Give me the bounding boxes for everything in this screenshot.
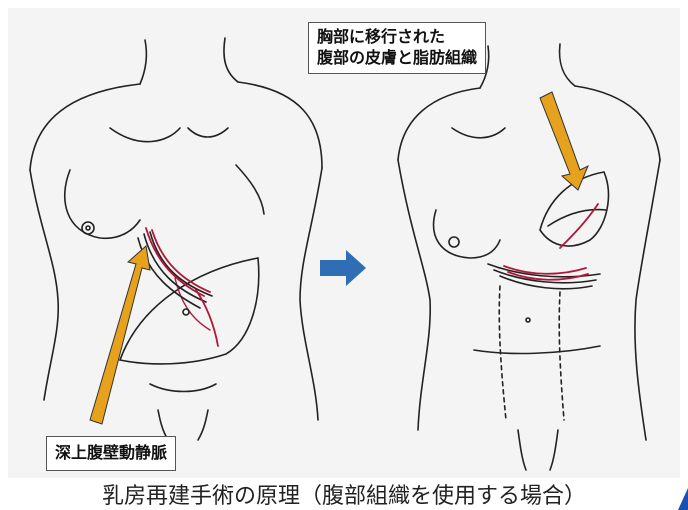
- vessel-label: 深上腹壁動静脈: [46, 436, 176, 471]
- diagonal-arrow-icon-bottom: [90, 246, 150, 424]
- diagonal-arrow-icon: [540, 92, 588, 190]
- right-arrow-icon: [320, 250, 366, 286]
- left-torso-figure: [30, 38, 322, 440]
- corner-decoration: [678, 488, 688, 510]
- transferred-tissue-label-line1: 胸部に移行された: [317, 27, 477, 48]
- right-torso-figure: [398, 44, 660, 470]
- transferred-tissue-label-line2: 腹部の皮膚と脂肪組織: [317, 48, 477, 69]
- transferred-tissue-label: 胸部に移行された 腹部の皮膚と脂肪組織: [308, 22, 486, 74]
- diagram-caption: 乳房再建手術の原理（腹部組織を使用する場合）: [0, 478, 688, 510]
